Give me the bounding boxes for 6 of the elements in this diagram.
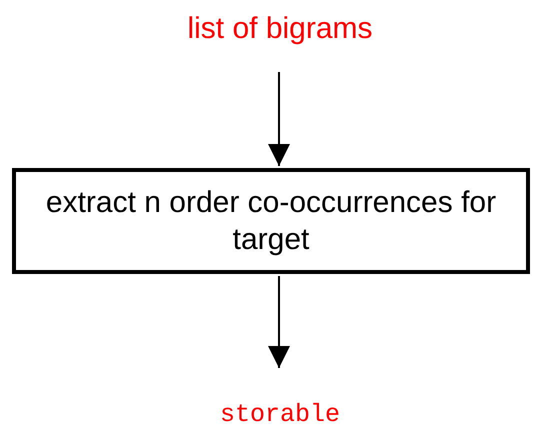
arrow [268,72,290,166]
input-label: list of bigrams [187,11,373,48]
output-label: storable [220,399,340,430]
process-box [12,168,530,274]
arrow [268,276,290,368]
process-text: extract n order co-occurrences for target [44,184,498,258]
